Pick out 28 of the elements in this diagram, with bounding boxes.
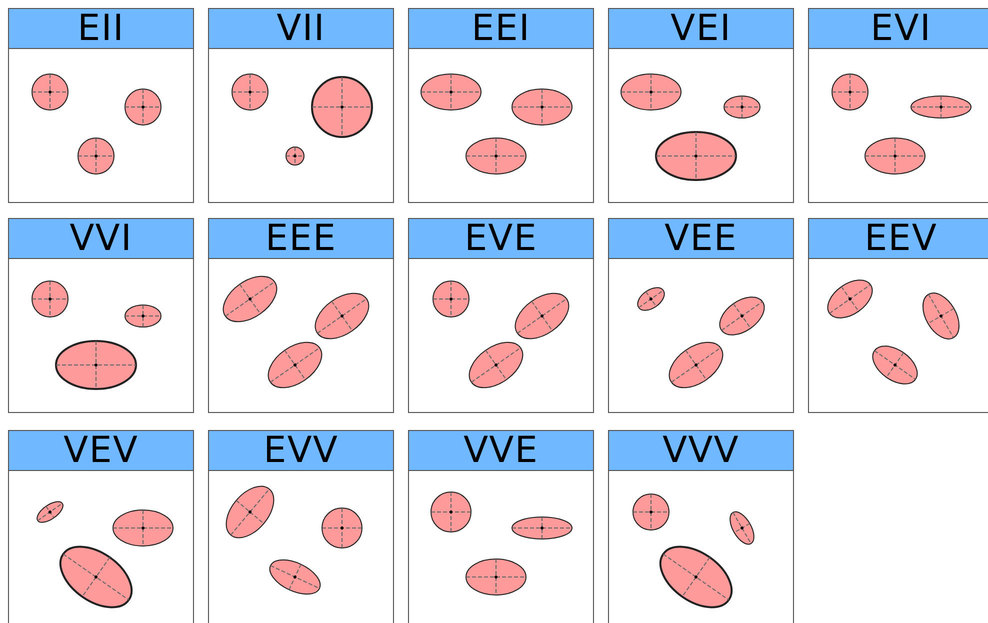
panel-title: EEI <box>471 8 531 49</box>
panel-title: EEE <box>265 218 337 259</box>
panel-title: VVI <box>70 218 132 259</box>
panel-title: VII <box>276 8 326 49</box>
panel <box>408 8 594 203</box>
panel <box>208 8 394 203</box>
panel <box>8 218 194 413</box>
panel-title: EVV <box>264 430 338 471</box>
panel <box>8 430 194 623</box>
panel <box>408 218 594 413</box>
panel <box>408 430 594 623</box>
panel <box>608 430 794 623</box>
panel-title: EVI <box>870 8 932 49</box>
panel <box>808 218 988 413</box>
panel <box>208 218 394 413</box>
panel-title: EEV <box>864 218 938 259</box>
panel-title: VEV <box>64 430 138 471</box>
panel <box>608 8 794 203</box>
panel <box>608 218 794 413</box>
panel-title: EII <box>78 8 124 49</box>
panel <box>8 8 194 203</box>
panel <box>808 8 988 203</box>
panel-title: VVE <box>464 430 538 471</box>
panel-title: VEI <box>670 8 732 49</box>
panel-title: EVE <box>464 218 538 259</box>
panel-title: VVV <box>662 430 740 471</box>
panel <box>208 430 394 623</box>
panel-title: VEE <box>664 218 738 259</box>
